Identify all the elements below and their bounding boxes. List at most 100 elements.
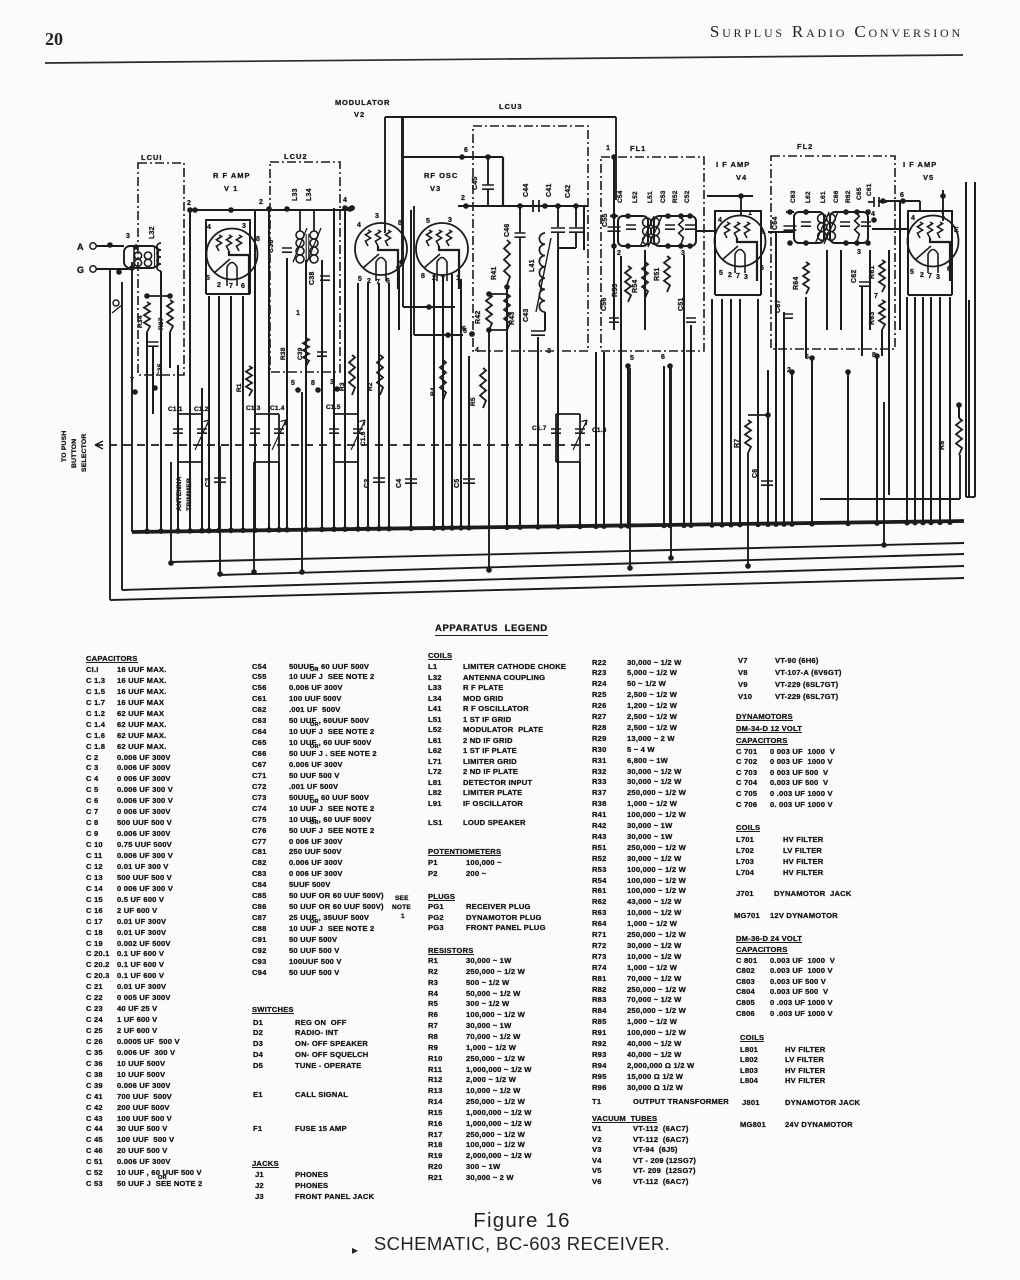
svg-text:L34: L34: [306, 188, 313, 201]
svg-text:8: 8: [421, 273, 425, 280]
svg-text:5: 5: [630, 355, 634, 362]
svg-text:6: 6: [661, 354, 665, 361]
svg-text:7: 7: [928, 273, 932, 280]
svg-text:R42: R42: [475, 311, 482, 324]
svg-text:C1.1: C1.1: [168, 406, 183, 413]
svg-text:L41: L41: [529, 259, 536, 272]
svg-text:2: 2: [367, 278, 371, 285]
svg-text:8: 8: [311, 380, 315, 387]
svg-text:ANTENNA: ANTENNA: [176, 476, 183, 511]
svg-text:C6: C6: [752, 469, 759, 478]
svg-text:C1.7: C1.7: [532, 425, 547, 432]
svg-text:C2: C2: [205, 478, 212, 487]
svg-text:4: 4: [871, 211, 875, 218]
svg-text:R5: R5: [470, 397, 477, 406]
svg-text:8: 8: [256, 236, 260, 243]
svg-text:C51: C51: [678, 298, 685, 311]
svg-text:2: 2: [617, 250, 621, 257]
svg-text:3: 3: [330, 379, 334, 386]
svg-text:3: 3: [448, 217, 452, 224]
svg-text:6: 6: [760, 229, 764, 236]
svg-text:3: 3: [857, 249, 861, 256]
svg-text:V3: V3: [430, 184, 441, 193]
svg-text:R34: R34: [137, 315, 144, 328]
svg-text:2: 2: [728, 272, 732, 279]
svg-text:R54: R54: [632, 280, 639, 293]
svg-text:2: 2: [187, 200, 191, 207]
svg-text:LCU3: LCU3: [499, 102, 523, 111]
svg-text:C3: C3: [364, 479, 371, 488]
svg-text:V2: V2: [354, 110, 365, 119]
svg-text:5: 5: [291, 380, 295, 387]
svg-text:RF OSC: RF OSC: [424, 171, 458, 180]
svg-text:7: 7: [229, 283, 233, 290]
svg-text:7: 7: [874, 293, 878, 300]
svg-text:R41: R41: [491, 267, 498, 280]
svg-text:LCU2: LCU2: [284, 152, 308, 161]
svg-text:6: 6: [900, 192, 904, 199]
svg-text:A: A: [77, 242, 84, 252]
svg-text:R53: R53: [612, 284, 619, 297]
svg-text:C1.4: C1.4: [270, 405, 285, 412]
svg-text:I F AMP: I F AMP: [716, 160, 750, 169]
svg-text:5: 5: [463, 328, 467, 335]
svg-text:6: 6: [464, 147, 468, 154]
svg-text:4: 4: [475, 347, 479, 354]
svg-text:C42: C42: [565, 185, 572, 198]
svg-text:7: 7: [376, 279, 380, 286]
svg-text:C52: C52: [684, 190, 691, 203]
svg-text:C66: C66: [833, 190, 840, 203]
svg-text:C38: C38: [309, 272, 316, 285]
svg-text:FL1: FL1: [630, 144, 646, 153]
svg-text:4: 4: [357, 222, 361, 229]
svg-text:1: 1: [296, 310, 300, 317]
svg-text:R51: R51: [654, 268, 661, 281]
svg-text:1: 1: [606, 145, 610, 152]
svg-text:2: 2: [432, 275, 436, 282]
svg-text:V 1: V 1: [224, 184, 238, 193]
svg-text:R2: R2: [367, 382, 374, 391]
svg-text:C56: C56: [601, 298, 608, 311]
svg-text:2: 2: [787, 367, 791, 374]
svg-text:7: 7: [130, 377, 134, 384]
svg-text:C67: C67: [775, 300, 782, 313]
svg-text:C36: C36: [268, 240, 275, 253]
svg-text:TO PUSH: TO PUSH: [61, 431, 68, 463]
svg-text:C1.3: C1.3: [246, 405, 261, 412]
svg-text:8: 8: [398, 220, 402, 227]
svg-text:1: 1: [456, 275, 460, 282]
svg-text:L61: L61: [820, 191, 827, 203]
svg-text:5: 5: [426, 218, 430, 225]
svg-text:6: 6: [241, 283, 245, 290]
svg-text:2: 2: [461, 195, 465, 202]
svg-text:R52: R52: [672, 190, 679, 203]
svg-text:R F AMP: R F AMP: [213, 171, 251, 180]
svg-text:C62: C62: [851, 270, 858, 283]
svg-text:7: 7: [441, 276, 445, 283]
svg-text:C53: C53: [660, 190, 667, 203]
svg-text:3: 3: [936, 274, 940, 281]
svg-text:LCUI: LCUI: [141, 153, 163, 162]
svg-text:R38: R38: [280, 347, 287, 360]
svg-text:R3: R3: [339, 382, 346, 391]
svg-text:R4: R4: [430, 387, 437, 396]
svg-text:1: 1: [748, 210, 752, 217]
svg-text:L62: L62: [805, 191, 812, 203]
svg-text:R43: R43: [509, 312, 516, 325]
svg-text:6: 6: [760, 265, 764, 272]
svg-text:FL2: FL2: [797, 142, 813, 151]
svg-text:5: 5: [206, 275, 210, 282]
svg-text:5: 5: [910, 269, 914, 276]
svg-text:C5: C5: [454, 479, 461, 488]
svg-text:5: 5: [719, 270, 723, 277]
svg-text:3: 3: [375, 213, 379, 220]
svg-text:C41: C41: [546, 184, 553, 197]
svg-text:C43: C43: [523, 309, 530, 322]
svg-text:4: 4: [718, 217, 722, 224]
svg-text:R37: R37: [158, 317, 165, 330]
svg-text:R64: R64: [793, 277, 800, 290]
svg-text:4: 4: [396, 264, 400, 271]
svg-text:7: 7: [736, 273, 740, 280]
svg-text:I F AMP: I F AMP: [903, 160, 937, 169]
svg-text:5: 5: [805, 354, 809, 361]
